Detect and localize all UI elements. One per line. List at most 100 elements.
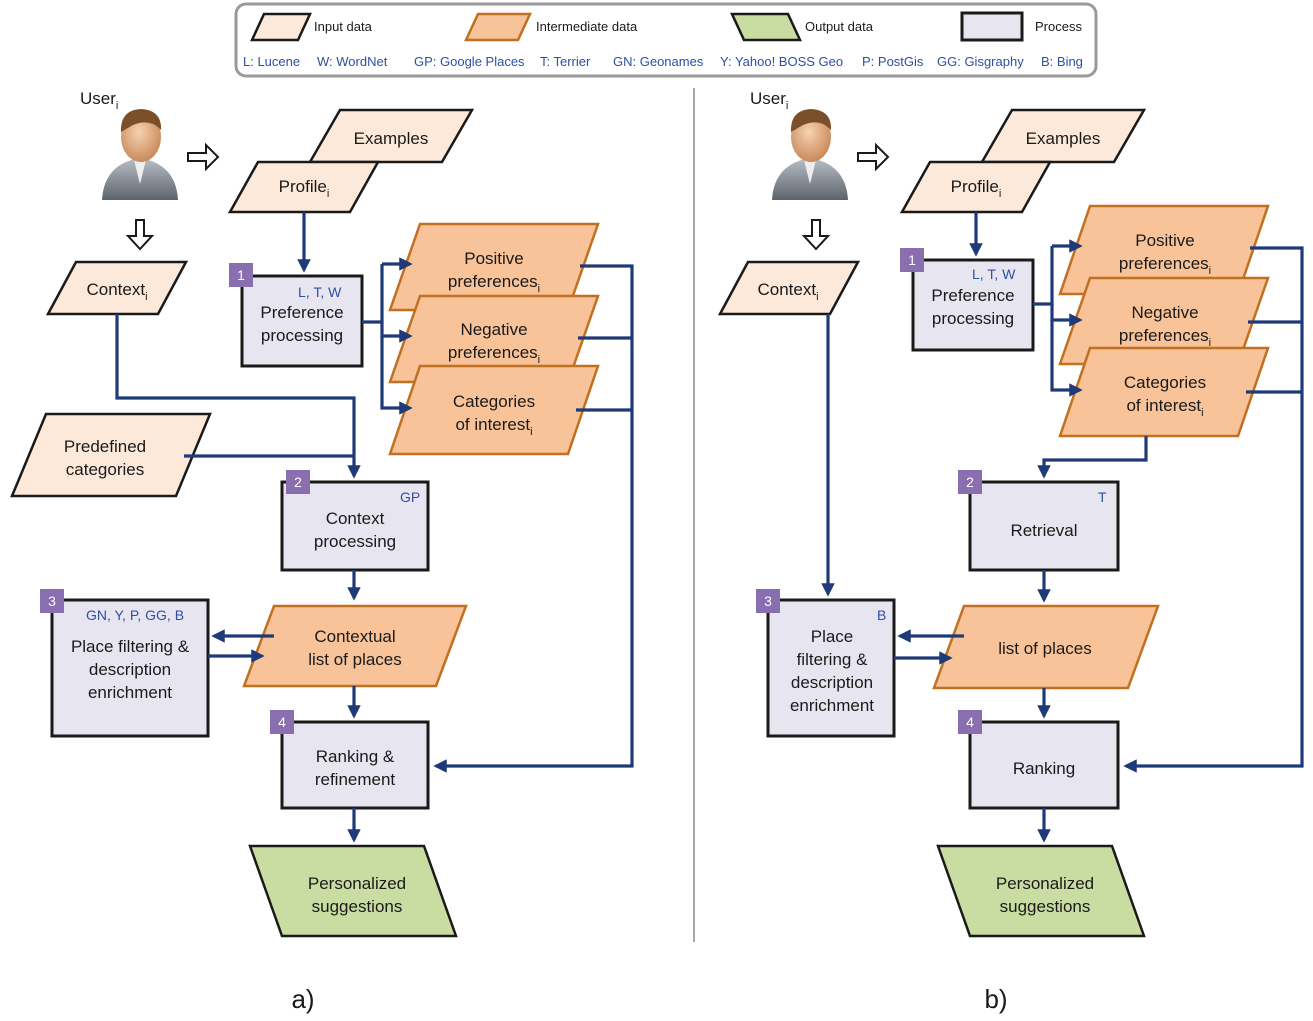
step1-badge [900, 248, 924, 272]
legend-intermediate-swatch [464, 12, 532, 42]
categories-of-interest-line2: of interesti [1126, 396, 1203, 419]
abbr-wordnet: W: WordNet [317, 54, 388, 69]
profile-shape [899, 160, 1053, 214]
step3-tools: GN, Y, P, GG, B [86, 607, 184, 623]
suggestions-line1: Personalized [308, 874, 406, 893]
abbr-postgis: P: PostGis [862, 54, 924, 69]
profile-label: Profilei [951, 177, 1002, 200]
profile-label: Profilei [279, 177, 330, 200]
profile-shape [227, 160, 381, 214]
suggestions-shape [248, 844, 458, 938]
legend-output-label: Output data [805, 19, 874, 34]
positive-preferences-line2: preferencesi [448, 272, 540, 295]
step1-number: 1 [908, 252, 916, 268]
step4-badge [270, 710, 294, 734]
step1-process-box [911, 258, 1035, 352]
positive-preferences-line1: Positive [1135, 231, 1195, 250]
flow-preferences-to-step4 [433, 264, 634, 773]
step2-tools: T [1098, 489, 1107, 505]
contextual-places-line1: Contextual [314, 627, 395, 646]
suggestions-line2: suggestions [1000, 897, 1091, 916]
step3-number: 3 [764, 593, 772, 609]
step1-line1: Preference [260, 303, 343, 322]
abbr-geonames: GN: Geonames [613, 54, 704, 69]
step2-number: 2 [966, 474, 974, 490]
context-label: Contexti [757, 280, 818, 303]
places-line1: list of places [998, 639, 1092, 658]
categories-of-interest-shape [1058, 346, 1270, 438]
legend-input-swatch [250, 12, 312, 42]
user-label: Useri [750, 89, 788, 112]
step2-number: 2 [294, 474, 302, 490]
panel-b: Useri Examples Profilei Contexti Positiv… [717, 89, 1304, 1014]
step1-process-box [240, 274, 364, 368]
legend: Input data Intermediate data Output data… [234, 2, 1098, 78]
flow-to-categories [380, 336, 413, 415]
step3-process-box [50, 598, 210, 738]
step3-line2: description [89, 660, 171, 679]
suggestions-shape [936, 844, 1146, 938]
legend-process-label: Process [1035, 19, 1082, 34]
step4-badge [958, 710, 982, 734]
step1-tools: L, T, W [972, 266, 1016, 282]
flow-arrows-a [115, 212, 634, 843]
hollow-arrow-down-icon [125, 219, 155, 251]
step3-badge [40, 589, 64, 613]
abbr-lucene: L: Lucene [243, 54, 300, 69]
hollow-arrow-right-icon [857, 142, 890, 172]
examples-label: Examples [1026, 129, 1101, 148]
context-shape [45, 260, 189, 316]
step3-line1: Place filtering & [71, 637, 190, 656]
step2-line1: Context [326, 509, 385, 528]
panel-a: Useri Examples Profilei Contexti Predefi… [10, 89, 634, 1014]
step1-number: 1 [237, 267, 245, 283]
abbr-google-places: GP: Google Places [414, 54, 525, 69]
step3-badge [756, 589, 780, 613]
predefined-categories-shape [10, 412, 212, 498]
abbr-terrier: T: Terrier [540, 54, 591, 69]
user-icon [772, 109, 848, 200]
panel-a-caption: a) [291, 984, 314, 1014]
step2-badge [958, 470, 982, 494]
positive-preferences-line2: preferencesi [1119, 254, 1211, 277]
hollow-arrow-right-icon [187, 142, 220, 172]
abbr-bing: B: Bing [1041, 54, 1083, 69]
hollow-arrow-down-icon [801, 219, 831, 251]
legend-intermediate-label: Intermediate data [536, 19, 638, 34]
step4-number: 4 [966, 714, 974, 730]
examples-shape [307, 108, 475, 164]
categories-of-interest-shape [388, 364, 600, 456]
flow-arrows-b [821, 212, 1304, 843]
flow-preferences-to-step4 [1123, 246, 1304, 773]
step4-line1: Ranking & [316, 747, 395, 766]
step4-line1: Ranking [1013, 759, 1075, 778]
categories-of-interest-line1: Categories [453, 392, 535, 411]
step3-line1: Place [811, 627, 854, 646]
user-icon [102, 109, 178, 200]
step4-process-box [968, 720, 1120, 810]
legend-frame [234, 2, 1098, 78]
negative-preferences-line1: Negative [1131, 303, 1198, 322]
abbr-gisgraphy: GG: Gisgraphy [937, 54, 1024, 69]
step1-line2: processing [932, 309, 1014, 328]
abbr-yahoo-boss-geo: Y: Yahoo! BOSS Geo [720, 54, 843, 69]
legend-process-swatch [960, 11, 1024, 42]
step2-tools: GP [400, 489, 420, 505]
step3-process-box [766, 598, 896, 738]
suggestions-line1: Personalized [996, 874, 1094, 893]
contextual-places-line2: list of places [308, 650, 402, 669]
predefined-categories-line2: categories [66, 460, 144, 479]
suggestions-line2: suggestions [312, 897, 403, 916]
step3-number: 3 [48, 593, 56, 609]
negative-preferences-line2: preferencesi [448, 343, 540, 366]
legend-input-label: Input data [314, 19, 373, 34]
step3-line3: enrichment [88, 683, 172, 702]
negative-preferences-line2: preferencesi [1119, 326, 1211, 349]
positive-preferences-line1: Positive [464, 249, 524, 268]
user-label: Useri [80, 89, 118, 112]
flow-context-to-step2 [115, 314, 361, 479]
step1-line1: Preference [931, 286, 1014, 305]
step2-process-box [280, 480, 430, 572]
flow-step1-split [362, 264, 384, 324]
flow-step1-split [1033, 246, 1054, 306]
